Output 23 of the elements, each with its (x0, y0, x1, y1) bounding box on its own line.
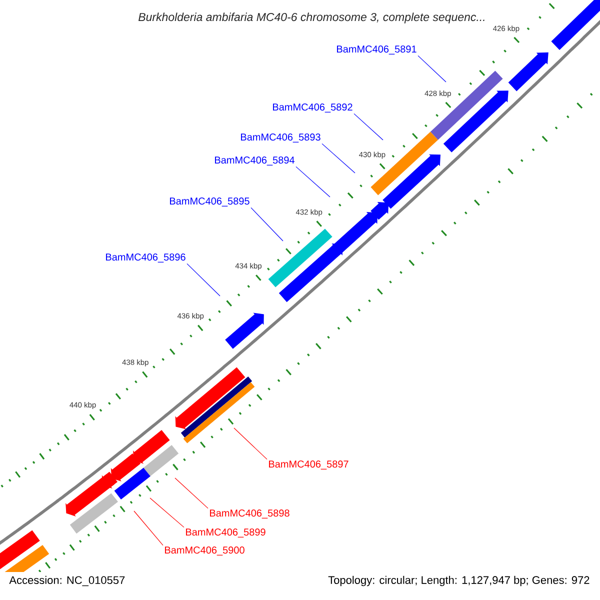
leader-line (250, 207, 284, 242)
leader-line (354, 113, 384, 140)
gene-label: BamMC406_5897 (269, 460, 348, 470)
leader-line (186, 263, 220, 296)
gene-label: BamMC406_5892 (273, 104, 352, 112)
summary-text: Topology: circular; Length: 1,127,947 bp; Genes: 972 (328, 576, 590, 586)
gene-label: BamMC406_5898 (210, 510, 290, 518)
leader-line (234, 428, 268, 460)
accession-text: Accession: NC_010557 (9, 576, 125, 586)
gene-label: BamMC406_5894 (215, 156, 294, 166)
leader-line (296, 166, 330, 198)
gene-label: BamMC406_5891 (337, 46, 416, 54)
leader-line (418, 55, 446, 82)
gene-label: BamMC406_5893 (241, 134, 320, 142)
gene-label: BamMC406_5895 (170, 198, 250, 206)
leader-line (174, 478, 208, 509)
leader-line (150, 498, 184, 528)
leader-line (322, 143, 356, 174)
gene-label: BamMC406_5896 (106, 254, 186, 262)
leader-line (134, 510, 164, 546)
title: Burkholderia ambifaria MC40-6 chromosome 3, complete sequenc... (138, 12, 484, 24)
gene-label: BamMC406_5899 (186, 528, 266, 538)
gene-label: BamMC406_5900 (165, 546, 244, 556)
